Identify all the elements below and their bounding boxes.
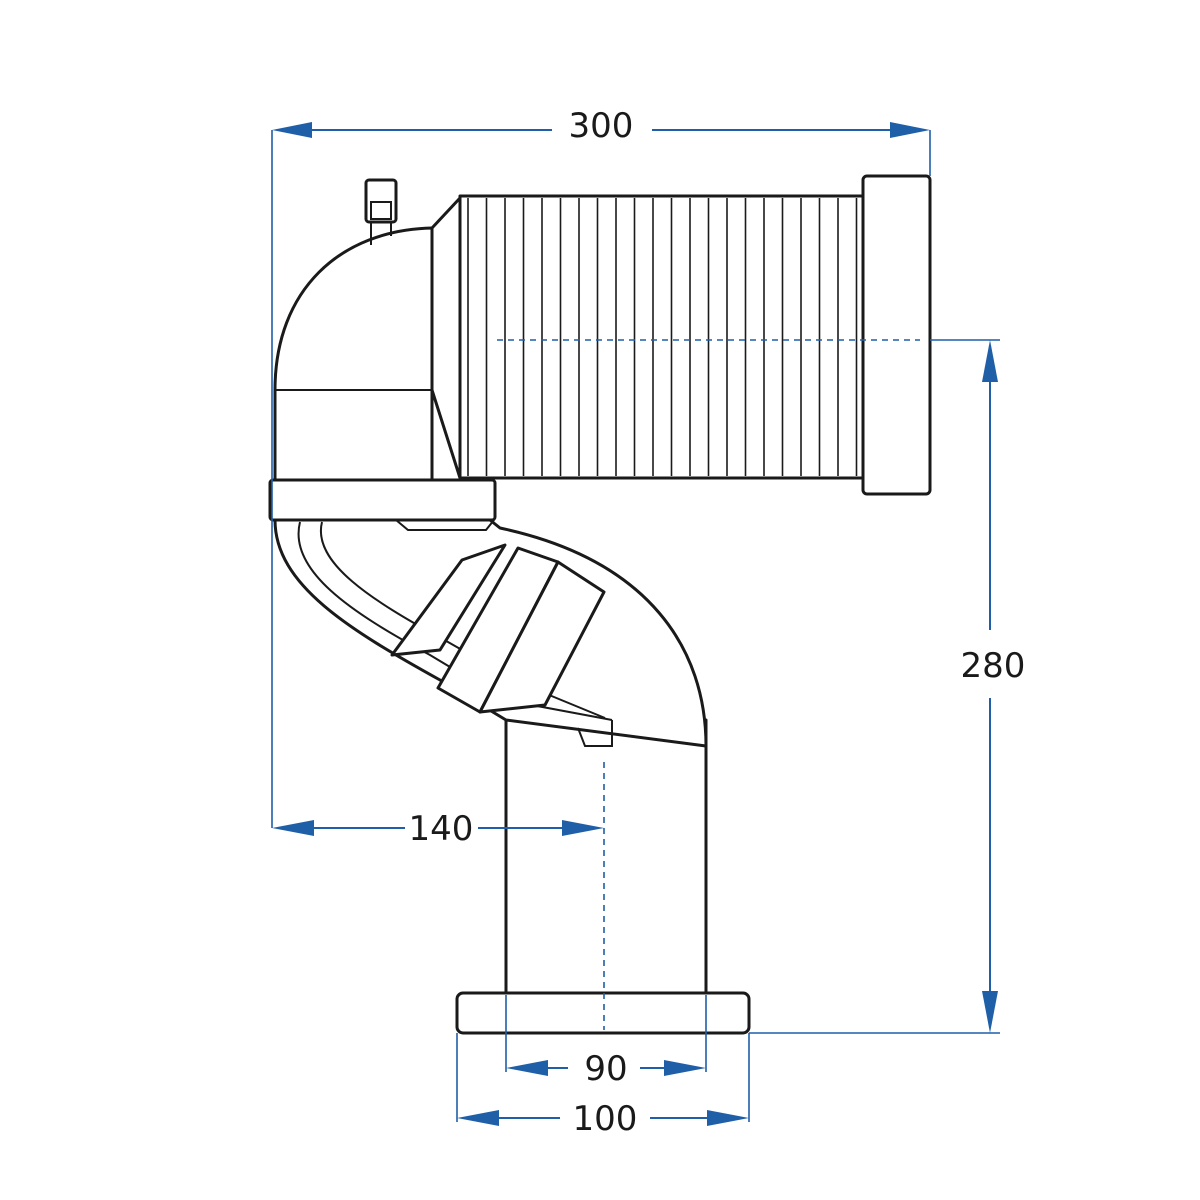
bottom-flange: [455, 991, 751, 1035]
dimension-overall-width: 300: [272, 106, 930, 146]
dimension-overall-width-label: 300: [569, 106, 634, 146]
lower-elbow-inner-curve: [297, 521, 613, 721]
taper-cone: [430, 196, 462, 480]
valve-cap: [370, 201, 392, 220]
collar-ring: [268, 478, 497, 522]
dimension-height: 280: [961, 340, 1026, 1033]
corrugated-tube: [458, 194, 865, 480]
collar-lip: [395, 519, 495, 531]
dimension-offset: 140: [272, 809, 604, 849]
corrugated-ribs: [467, 198, 858, 476]
dimension-height-label: 280: [961, 646, 1026, 686]
lower-vertical-pipe: [504, 718, 708, 997]
dimension-inner-width: 90: [506, 1049, 706, 1089]
dimension-flange-width: 100: [457, 1099, 749, 1139]
upper-elbow: [273, 226, 434, 482]
lower-elbow-step: [577, 720, 613, 747]
right-flange: [861, 174, 932, 496]
lower-sleeve-3: [478, 560, 606, 714]
dimension-inner-width-label: 90: [584, 1049, 627, 1089]
lower-sleeve-1: [390, 543, 507, 657]
dimension-flange-width-label: 100: [573, 1099, 638, 1139]
pipe-assembly: [268, 174, 932, 1035]
dimension-offset-label: 140: [409, 809, 474, 849]
